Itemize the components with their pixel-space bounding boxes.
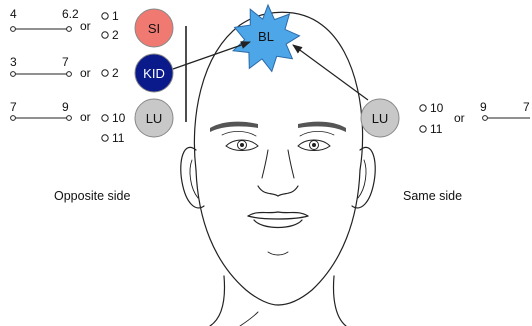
badge-kid-label: KID	[143, 66, 165, 81]
row1-option2: 2	[112, 28, 119, 42]
badge-lu-right-label: LU	[372, 111, 389, 126]
right-option1: 10	[430, 101, 444, 115]
eye-left	[226, 140, 258, 151]
badge-bl: BL	[233, 5, 299, 71]
left-row-2: 3 7 or 2	[10, 55, 119, 80]
row2-end-right	[67, 72, 72, 77]
row1-value-b: 6.2	[62, 7, 79, 21]
row3-end-right	[67, 116, 72, 121]
badge-bl-label: BL	[258, 29, 274, 44]
row3-value-a: 7	[10, 100, 17, 114]
row2-option1-circle	[102, 70, 108, 76]
opposite-side-label: Opposite side	[54, 189, 130, 203]
face-illustration	[181, 12, 375, 326]
eyebrow-left	[210, 122, 258, 132]
badge-si-label: SI	[148, 21, 160, 36]
eye-right	[298, 140, 330, 151]
same-side-label: Same side	[403, 189, 462, 203]
row3-or: or	[80, 110, 91, 124]
row3-value-b: 9	[62, 100, 69, 114]
nose-base	[258, 186, 298, 196]
eyebrow-right	[298, 122, 346, 132]
left-row-3: 7 9 or 10 11	[10, 100, 126, 145]
neck-right	[334, 276, 347, 326]
ear-left	[181, 147, 204, 208]
right-value-a: 9	[480, 100, 487, 114]
arrow-kid-to-bl	[173, 42, 250, 69]
arrow-lu-to-bl	[293, 45, 368, 100]
row1-option1: 1	[112, 9, 119, 23]
ear-right	[352, 147, 375, 208]
badge-lu-left: LU	[135, 99, 173, 137]
eye-crease-left	[222, 131, 256, 136]
right-value-b: 7	[523, 100, 530, 114]
jaw-right	[278, 170, 360, 305]
upper-lip	[248, 212, 308, 216]
row1-value-a: 4	[10, 7, 17, 21]
row2-end-left	[11, 72, 16, 77]
row3-option1-circle	[102, 115, 108, 121]
right-option2: 11	[430, 122, 443, 136]
lower-lip	[254, 220, 302, 228]
row3-option2-circle	[102, 135, 108, 141]
row2-or: or	[80, 66, 91, 80]
chin-line	[268, 252, 288, 255]
row1-end-left	[11, 27, 16, 32]
right-option1-circle	[420, 105, 426, 111]
badge-lu-left-label: LU	[146, 111, 163, 126]
badge-lu-right: LU	[361, 99, 399, 137]
nose-bridge-right	[288, 150, 294, 178]
row1-end-right	[67, 27, 72, 32]
eye-crease-right	[300, 131, 334, 136]
right-option2-circle	[420, 126, 426, 132]
badge-kid: KID	[135, 54, 173, 92]
neck-left	[210, 276, 224, 326]
row1-or: or	[80, 19, 91, 33]
right-or: or	[454, 111, 465, 125]
row3-option2: 11	[112, 131, 125, 145]
right-row: 10 11 or 9 7	[420, 100, 530, 136]
badge-si: SI	[135, 9, 173, 47]
nose-bridge-left	[262, 150, 268, 178]
row3-end-left	[11, 116, 16, 121]
lip-line	[248, 216, 308, 219]
neck-shadow	[240, 312, 258, 326]
right-end-left	[483, 116, 488, 121]
row2-value-a: 3	[10, 55, 17, 69]
row3-option1: 10	[112, 111, 126, 125]
row1-option2-circle	[102, 32, 108, 38]
jaw-left	[196, 170, 278, 305]
row1-option1-circle	[102, 13, 108, 19]
left-row-1: 4 6.2 or 1 2	[10, 7, 119, 42]
row2-value-b: 7	[62, 55, 69, 69]
row2-option1: 2	[112, 66, 119, 80]
